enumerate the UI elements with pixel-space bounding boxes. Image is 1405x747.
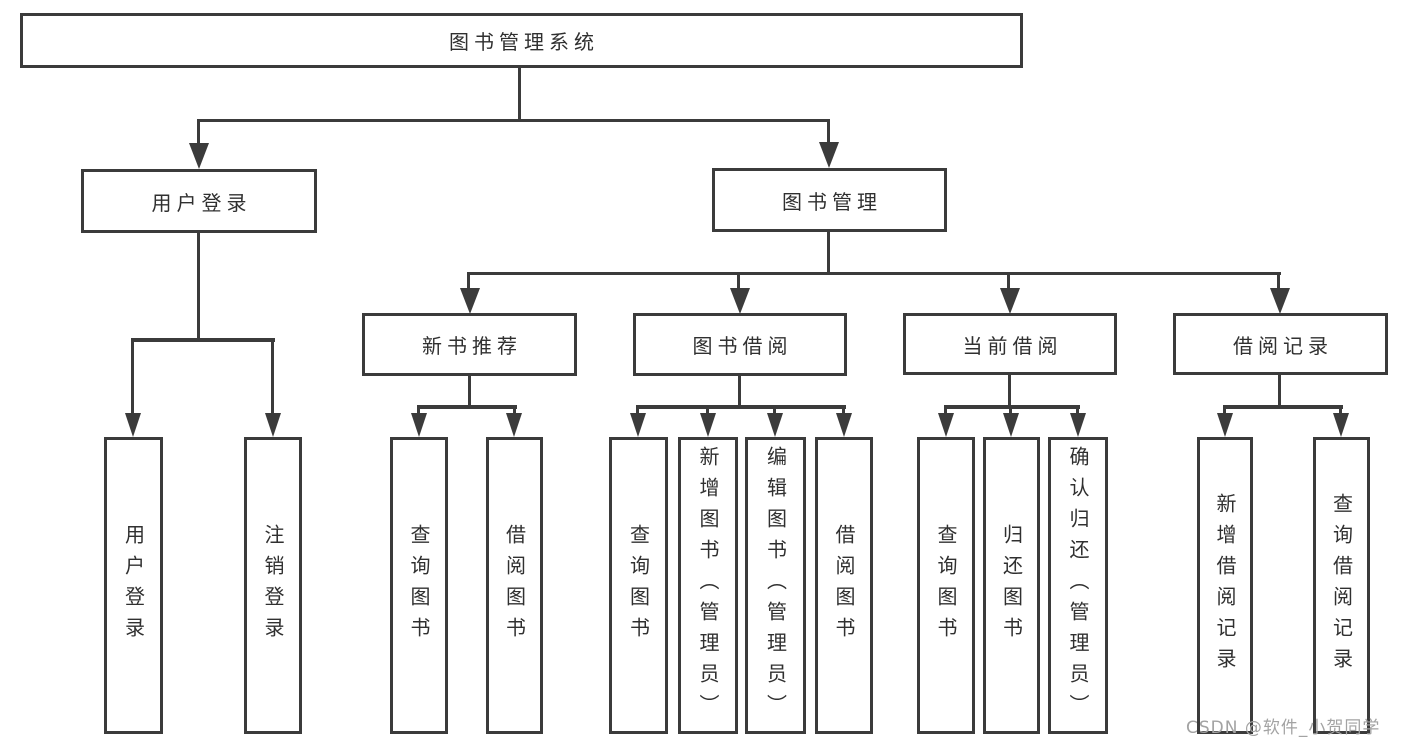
- node-new-book-recommend-label: 新书推荐: [422, 334, 522, 358]
- arrowhead-leaf-logout: [265, 413, 281, 437]
- connector-new-books-descender: [468, 376, 471, 408]
- connector-root-descender: [518, 68, 521, 121]
- node-user-login: 用户登录: [81, 169, 317, 233]
- arrowhead-br-query: [1333, 413, 1349, 437]
- node-root-system-label: 图书管理系统: [449, 30, 599, 54]
- connector-book-borrow-shaft: [737, 272, 740, 292]
- connector-cb-confirm-shaft: [1076, 405, 1079, 417]
- leaf-bb-edit-books-admin-label: 编辑图书（管理员）: [763, 446, 788, 725]
- node-user-login-label: 用户登录: [151, 190, 252, 215]
- connector-br-add-shaft: [1223, 405, 1226, 417]
- connector-bb-query-shaft: [636, 405, 639, 417]
- connector-leaf-login-shaft: [131, 338, 134, 418]
- leaf-nb-borrow-books: 借阅图书: [486, 437, 543, 734]
- arrowhead-current-borrow: [1000, 288, 1020, 314]
- arrowhead-new-books: [460, 288, 480, 314]
- connector-borrow-records-descender: [1278, 375, 1281, 408]
- arrowhead-borrow-records: [1270, 288, 1290, 314]
- arrowhead-nb-borrow: [506, 413, 522, 437]
- node-book-management: 图书管理: [712, 168, 947, 232]
- node-new-book-recommend: 新书推荐: [362, 313, 577, 376]
- connector-cb-query-shaft: [944, 405, 947, 417]
- leaf-cb-return-books-label: 归还图书: [999, 523, 1024, 648]
- connector-bb-edit-shaft: [773, 405, 776, 417]
- connector-current-borrow-children-bar: [944, 405, 1080, 409]
- node-current-borrow: 当前借阅: [903, 313, 1117, 375]
- leaf-cb-query-books-label: 查询图书: [934, 523, 958, 648]
- leaf-br-query-record: 查询借阅记录: [1313, 437, 1370, 734]
- arrowhead-user-login: [189, 143, 209, 169]
- arrowhead-nb-query: [411, 413, 427, 437]
- leaf-bb-borrow-books: 借阅图书: [815, 437, 873, 734]
- arrowhead-cb-confirm: [1070, 413, 1086, 437]
- leaf-user-login: 用户登录: [104, 437, 163, 734]
- leaf-logout: 注销登录: [244, 437, 302, 734]
- leaf-bb-borrow-books-label: 借阅图书: [832, 523, 856, 648]
- connector-borrow-records-children-bar: [1223, 405, 1343, 409]
- arrowhead-book-management: [819, 142, 839, 168]
- connector-bb-add-shaft: [706, 405, 709, 417]
- connector-nb-borrow-shaft: [513, 405, 516, 417]
- arrowhead-bb-edit: [767, 413, 783, 437]
- leaf-cb-return-books: 归还图书: [983, 437, 1040, 734]
- connector-leaf-logout-shaft: [271, 338, 274, 418]
- connector-book-management-descender: [827, 232, 830, 274]
- arrowhead-br-add: [1217, 413, 1233, 437]
- connector-cb-return-shaft: [1009, 405, 1012, 417]
- arrowhead-book-borrow: [730, 288, 750, 314]
- leaf-cb-query-books: 查询图书: [917, 437, 975, 734]
- connector-nb-query-shaft: [417, 405, 420, 417]
- connector-new-books-children-bar: [417, 405, 517, 409]
- connector-bb-borrow-shaft: [842, 405, 845, 417]
- leaf-br-query-record-label: 查询借阅记录: [1329, 492, 1354, 679]
- connector-new-books-shaft: [467, 272, 470, 292]
- leaf-bb-edit-books-admin: 编辑图书（管理员）: [745, 437, 806, 734]
- node-book-management-label: 图书管理: [782, 189, 882, 214]
- leaf-cb-confirm-return-admin-label: 确认归还（管理员）: [1066, 446, 1090, 725]
- node-root-system: 图书管理系统: [20, 13, 1023, 68]
- connector-level3-bar: [468, 272, 1281, 275]
- connector-book-management-shaft: [827, 119, 830, 147]
- connector-current-borrow-descender: [1008, 375, 1011, 408]
- leaf-logout-label: 注销登录: [261, 523, 285, 648]
- arrowhead-cb-query: [938, 413, 954, 437]
- connector-level2-bar: [198, 119, 830, 122]
- node-borrow-records: 借阅记录: [1173, 313, 1388, 375]
- leaf-bb-query-books: 查询图书: [609, 437, 668, 734]
- arrowhead-cb-return: [1003, 413, 1019, 437]
- csdn-watermark: CSDN @软件_小贺同学: [1186, 718, 1381, 738]
- leaf-nb-query-books: 查询图书: [390, 437, 448, 734]
- connector-borrow-records-shaft: [1277, 272, 1280, 292]
- leaf-user-login-label: 用户登录: [121, 523, 146, 648]
- connector-user-login-shaft: [197, 119, 200, 147]
- connector-user-login-descender: [197, 233, 200, 341]
- leaf-bb-query-books-label: 查询图书: [626, 523, 651, 648]
- leaf-nb-borrow-books-label: 借阅图书: [502, 523, 527, 648]
- leaf-bb-add-books-admin-label: 新增图书（管理员）: [696, 446, 720, 725]
- leaf-nb-query-books-label: 查询图书: [407, 523, 431, 648]
- leaf-bb-add-books-admin: 新增图书（管理员）: [678, 437, 738, 734]
- connector-book-borrow-children-bar: [636, 405, 846, 409]
- arrowhead-bb-add: [700, 413, 716, 437]
- node-book-borrow: 图书借阅: [633, 313, 847, 376]
- leaf-cb-confirm-return-admin: 确认归还（管理员）: [1048, 437, 1108, 734]
- arrowhead-bb-borrow: [836, 413, 852, 437]
- node-borrow-records-label: 借阅记录: [1233, 333, 1333, 358]
- node-book-borrow-label: 图书借阅: [692, 334, 793, 358]
- connector-br-query-shaft: [1339, 405, 1342, 417]
- connector-user-login-children-bar: [131, 338, 275, 342]
- connector-current-borrow-shaft: [1007, 272, 1010, 292]
- leaf-br-add-record-label: 新增借阅记录: [1213, 492, 1237, 679]
- arrowhead-bb-query: [630, 413, 646, 437]
- arrowhead-leaf-login: [125, 413, 141, 437]
- connector-book-borrow-descender: [738, 376, 741, 408]
- node-current-borrow-label: 当前借阅: [962, 333, 1063, 358]
- leaf-br-add-record: 新增借阅记录: [1197, 437, 1253, 734]
